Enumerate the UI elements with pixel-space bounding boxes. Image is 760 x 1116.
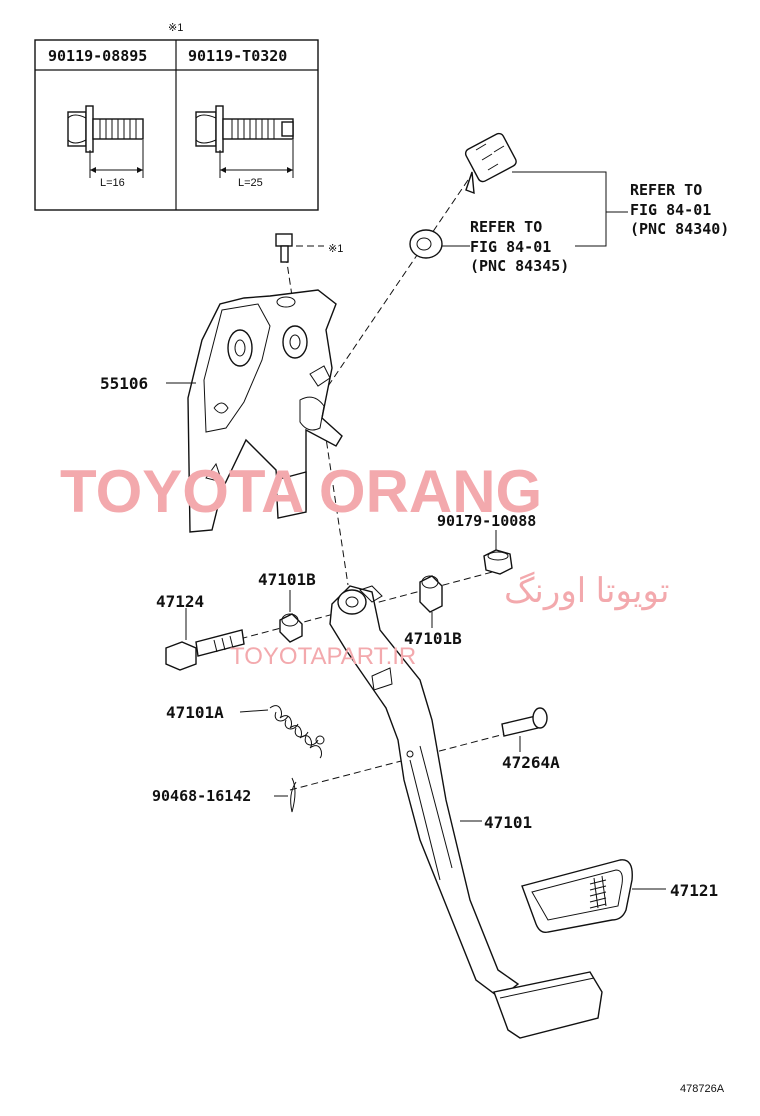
label-47101: 47101 xyxy=(484,813,532,832)
ref-84340-line2: FIG 84-01 xyxy=(630,201,711,219)
pedal-bracket-icon xyxy=(187,289,343,533)
bolt-marker-label: ※1 xyxy=(328,243,343,255)
inset-part-1: 90119-08895 xyxy=(48,47,147,65)
ref-84345-line1: REFER TO xyxy=(470,218,542,236)
label-47124: 47124 xyxy=(156,592,204,611)
label-47101B-left: 47101B xyxy=(258,570,316,589)
pedal-pad-icon xyxy=(521,859,633,934)
inset-length-1: L=16 xyxy=(100,177,125,189)
inset-part-2: 90119-T0320 xyxy=(188,47,287,65)
figure-id: 478726A xyxy=(680,1083,725,1095)
label-90468-16142: 90468-16142 xyxy=(152,787,251,805)
inset-bolt-2-icon xyxy=(195,105,294,178)
stop-lamp-switch-icon xyxy=(464,132,517,195)
watermark-main: TOYOTA ORANG xyxy=(60,458,542,525)
return-spring-icon xyxy=(269,705,325,759)
watermark-persian: تویوتا اورنگ xyxy=(504,571,670,611)
inset-marker: ※1 xyxy=(168,22,183,34)
cushion-icon xyxy=(409,229,443,259)
pedal-foot-icon xyxy=(493,971,603,1039)
nut-icon xyxy=(483,549,513,575)
watermark-site: TOYOTAPART.IR xyxy=(230,643,416,670)
label-47101B-right: 47101B xyxy=(404,629,462,648)
inset-table: ※1 90119-08895 90119-T0320 L=16 xyxy=(34,22,319,211)
ref-84340-line3: (PNC 84340) xyxy=(630,220,729,238)
bracket-bolt-icon xyxy=(275,233,293,263)
label-90179-10088: 90179-10088 xyxy=(437,512,536,530)
clip-icon xyxy=(290,777,297,813)
ref-84345-line3: (PNC 84345) xyxy=(470,257,569,275)
inset-bolt-1-icon xyxy=(67,105,144,178)
bushing-left-icon xyxy=(279,613,303,643)
clevis-pin-icon xyxy=(501,707,548,737)
ref-84345-line2: FIG 84-01 xyxy=(470,238,551,256)
label-47264A: 47264A xyxy=(502,753,560,772)
label-47121: 47121 xyxy=(670,881,718,900)
pivot-bolt-icon xyxy=(165,629,245,671)
label-55106: 55106 xyxy=(100,374,148,393)
inset-length-2: L=25 xyxy=(238,177,263,189)
bushing-right-icon xyxy=(419,575,443,613)
ref-84340-line1: REFER TO xyxy=(630,181,702,199)
label-47101A: 47101A xyxy=(166,703,224,722)
